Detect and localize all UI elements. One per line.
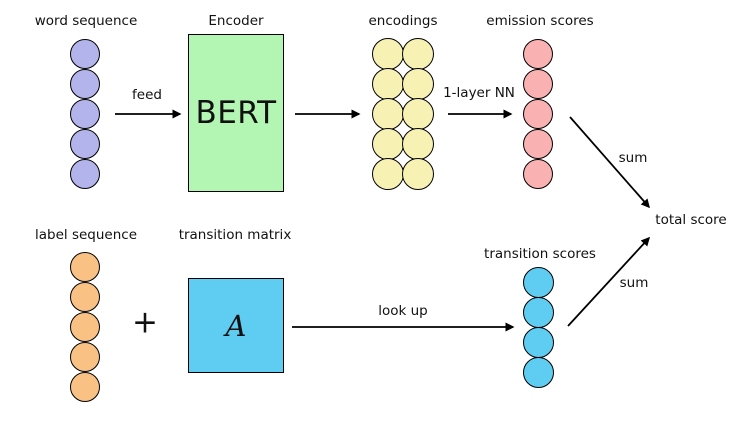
word-sequence-circle [70, 99, 100, 129]
label-sequence-label: label sequence [35, 227, 137, 243]
encoding-circle [402, 98, 434, 130]
encoder-label: Encoder [208, 13, 264, 29]
encoding-circle [372, 158, 404, 190]
bert-label: BERT [195, 95, 277, 131]
emission-score-circle [523, 129, 553, 159]
encoding-circle [372, 68, 404, 100]
transition-score-circle [522, 267, 554, 298]
feed-arrow-label: feed [132, 87, 162, 103]
emission-score-circle [523, 99, 553, 129]
encoding-circle [402, 158, 434, 190]
transition-scores-label: transition scores [484, 246, 596, 262]
word-sequence-circle [70, 129, 100, 159]
encoding-circle [402, 68, 434, 100]
encoder-box: BERT [188, 34, 284, 192]
encoding-circle [402, 38, 434, 70]
label-sequence-circle [70, 252, 100, 282]
transition-score-circle [522, 297, 554, 328]
look-up-label: look up [378, 303, 428, 319]
emission-score-circle [523, 39, 553, 69]
encoding-circle [402, 128, 434, 160]
emission-sum-arrow [569, 116, 650, 209]
encoding-circle [372, 128, 404, 160]
encoding-circle [372, 98, 404, 130]
word-sequence-circle [70, 69, 100, 99]
transition-matrix-box: A [188, 278, 284, 373]
sum-top-label: sum [618, 150, 648, 166]
transition-sum-arrow [567, 236, 651, 327]
encoding-circle [372, 38, 404, 70]
matrix-symbol-label: A [225, 308, 247, 343]
emission-scores-label: emission scores [486, 13, 594, 29]
label-sequence-circle [70, 342, 100, 372]
label-sequence-circle [70, 372, 100, 402]
label-sequence-circle [70, 282, 100, 312]
total-score-label: total score [655, 212, 727, 228]
transition-matrix-label: transition matrix [178, 227, 292, 243]
word-sequence-circle [70, 39, 100, 69]
plus-operator: + [132, 304, 158, 341]
one-layer-nn-label: 1-layer NN [443, 85, 515, 101]
emission-score-circle [523, 159, 553, 189]
encodings-label: encodings [368, 13, 438, 29]
word-sequence-label: word sequence [34, 13, 138, 29]
transition-score-circle [522, 327, 554, 358]
emission-score-circle [523, 69, 553, 99]
word-sequence-circle [70, 159, 100, 189]
sum-bottom-label: sum [619, 275, 649, 291]
transition-score-circle [522, 357, 554, 388]
label-sequence-circle [70, 312, 100, 342]
